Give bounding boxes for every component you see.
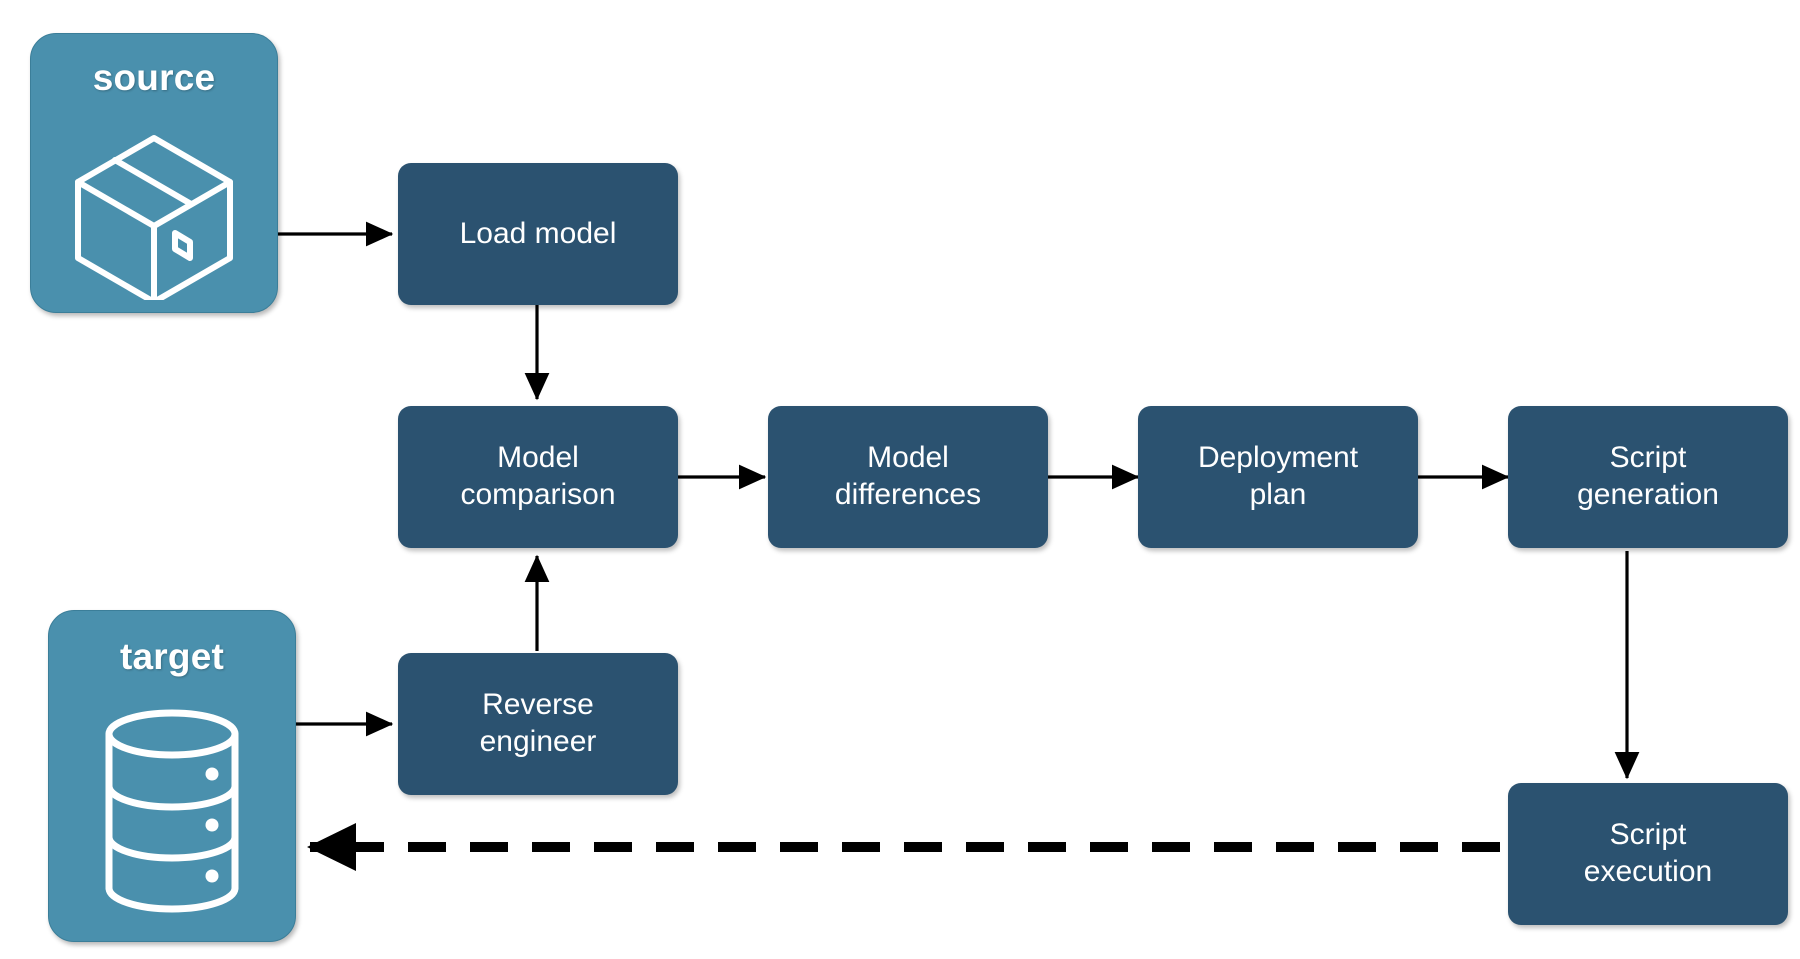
endpoint-source[interactable]: source — [30, 33, 278, 313]
package-box-icon — [64, 130, 244, 305]
process-load-model[interactable]: Load model — [398, 163, 678, 305]
process-reverse-engineer[interactable]: Reverse engineer — [398, 653, 678, 795]
process-script-execution[interactable]: Script execution — [1508, 783, 1788, 925]
endpoint-source-label: source — [92, 57, 216, 98]
process-script-generation[interactable]: Script generation — [1508, 406, 1788, 548]
endpoint-target[interactable]: target — [48, 610, 296, 942]
process-model-comparison[interactable]: Model comparison — [398, 406, 678, 548]
endpoint-target-label: target — [120, 636, 224, 677]
process-deployment-plan[interactable]: Deployment plan — [1138, 406, 1418, 548]
process-model-differences[interactable]: Model differences — [768, 406, 1048, 548]
database-cylinder-icon — [92, 706, 252, 916]
